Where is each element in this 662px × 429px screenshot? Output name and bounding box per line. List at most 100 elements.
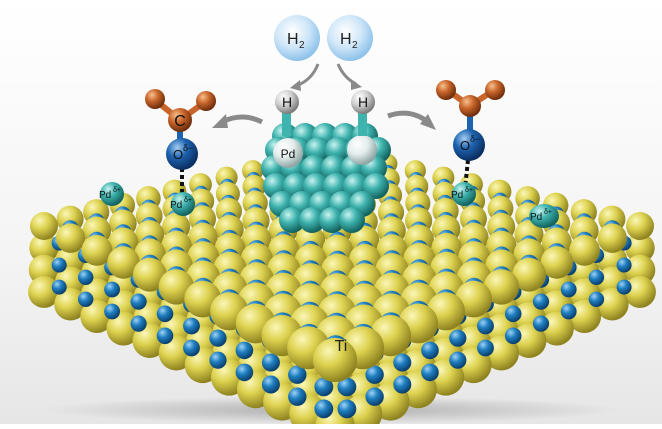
- ti-atom: [624, 276, 656, 308]
- pd-nanocluster: Pd: [261, 123, 391, 233]
- h-pd-bond-right: [358, 110, 367, 136]
- ti-atom: [626, 212, 654, 240]
- h2-split-arrowhead-left: [290, 80, 301, 91]
- o-atom: [532, 293, 550, 310]
- o-atom-right-1: [436, 80, 456, 100]
- o-atom: [560, 303, 577, 320]
- pd-atom-highlight: [347, 135, 377, 165]
- o-atom: [449, 351, 467, 369]
- pd-site-1-charge: δ+: [113, 187, 121, 194]
- hydrogen-atom-right: H: [351, 90, 375, 114]
- pd-site-1: Pd δ+: [99, 182, 124, 206]
- o-atom: [314, 377, 334, 397]
- o-atom: [477, 317, 494, 335]
- adsorbate-left: C O δ−: [145, 89, 216, 194]
- ti-atom: [539, 311, 574, 346]
- oxygen-label-left: O: [173, 147, 183, 162]
- h2-molecule-right: H 2: [327, 15, 373, 61]
- spillover-arrowhead-left: [212, 114, 228, 128]
- ti-atom: [81, 235, 113, 266]
- o-atom: [393, 353, 412, 372]
- h2-split-arrowhead-right: [351, 79, 362, 90]
- pd-site-4-charge: δ+: [544, 209, 552, 216]
- ti-atom: [512, 257, 546, 292]
- o-atom: [78, 269, 94, 285]
- pd-site-2-charge: δ+: [184, 197, 192, 204]
- h-pd-bond-left: [282, 110, 291, 136]
- ti-atom: [55, 223, 86, 253]
- o-atom: [560, 281, 577, 298]
- o-atom: [365, 365, 384, 384]
- ti-atom: [540, 246, 573, 279]
- ti-atom: [625, 233, 655, 263]
- o-atom: [235, 341, 254, 360]
- ti-atom: [567, 299, 602, 333]
- oxygen-label-right: O: [460, 138, 470, 153]
- hydrogen-atom-left: H: [275, 90, 299, 114]
- o-atom: [156, 327, 174, 345]
- ti-atom: [107, 246, 140, 279]
- carbon-label-left: C: [174, 113, 186, 130]
- o-atom: [393, 375, 412, 394]
- pd-site-3: Pd δ+: [451, 182, 476, 206]
- h2-label-left: H: [287, 31, 299, 48]
- ti-atom: [312, 337, 358, 383]
- o-atom-left-2: [196, 91, 216, 111]
- ti-atom: [30, 212, 58, 240]
- o-atom: [337, 377, 357, 397]
- ti-atom: [28, 254, 60, 286]
- o-atom: [209, 351, 227, 369]
- titanium-label: Ti: [335, 338, 348, 355]
- o-atom: [477, 339, 494, 357]
- pd-site-4-label: Pd: [530, 212, 542, 223]
- o-atom: [616, 279, 632, 295]
- pd-site-2-label: Pd: [170, 200, 182, 211]
- pd-atom: [363, 173, 389, 199]
- surface-species: H 2 H 2 Pd H H C: [99, 15, 559, 355]
- o-atom: [183, 317, 200, 335]
- ti-atom: [132, 257, 167, 292]
- o-atom: [588, 269, 605, 285]
- o-atom: [616, 257, 632, 273]
- spillover-arrowhead-right: [420, 114, 436, 130]
- o-atom: [532, 315, 550, 332]
- o-atom: [261, 375, 280, 394]
- o-atom-right-2: [485, 80, 505, 100]
- o-atom: [156, 305, 174, 323]
- o-atom: [449, 329, 467, 347]
- h2-subscript-right: 2: [352, 40, 358, 51]
- o-atom: [421, 341, 439, 360]
- ti-atom: [54, 287, 87, 321]
- ti-atom: [624, 254, 656, 286]
- o-atom: [504, 327, 522, 345]
- carbon-atom-left: [168, 108, 192, 132]
- o-atom: [261, 353, 280, 372]
- ti-atom: [28, 276, 60, 308]
- pd-site-1-label: Pd: [99, 190, 111, 201]
- tio2-slab: [28, 140, 656, 429]
- o-atom: [588, 291, 605, 307]
- hydrogen-label-right: H: [358, 94, 368, 110]
- o-atom-left-1: [145, 89, 165, 109]
- o-atom: [365, 387, 384, 406]
- o-atom: [314, 399, 334, 419]
- oxygen-atom-left: [166, 138, 198, 170]
- ti-atom: [569, 235, 600, 266]
- o-atom: [288, 365, 307, 384]
- pd-atom: [339, 207, 365, 233]
- h2-molecule-left: H 2: [274, 15, 320, 61]
- pd-site-4: Pd δ+: [529, 204, 559, 228]
- o-atom: [337, 399, 357, 419]
- hydrogen-label-left: H: [282, 94, 292, 110]
- o-atom: [209, 329, 227, 347]
- o-atom: [288, 387, 307, 406]
- o-atom: [130, 293, 147, 310]
- o-atom: [51, 279, 67, 295]
- o-atom: [51, 257, 67, 273]
- ti-atom: [29, 233, 59, 263]
- pd-site-2: Pd δ+: [170, 192, 195, 216]
- o-atom: [235, 363, 254, 382]
- ti-atom: [597, 223, 627, 253]
- o-atom: [183, 339, 200, 357]
- carbon-atom-right: [459, 95, 481, 117]
